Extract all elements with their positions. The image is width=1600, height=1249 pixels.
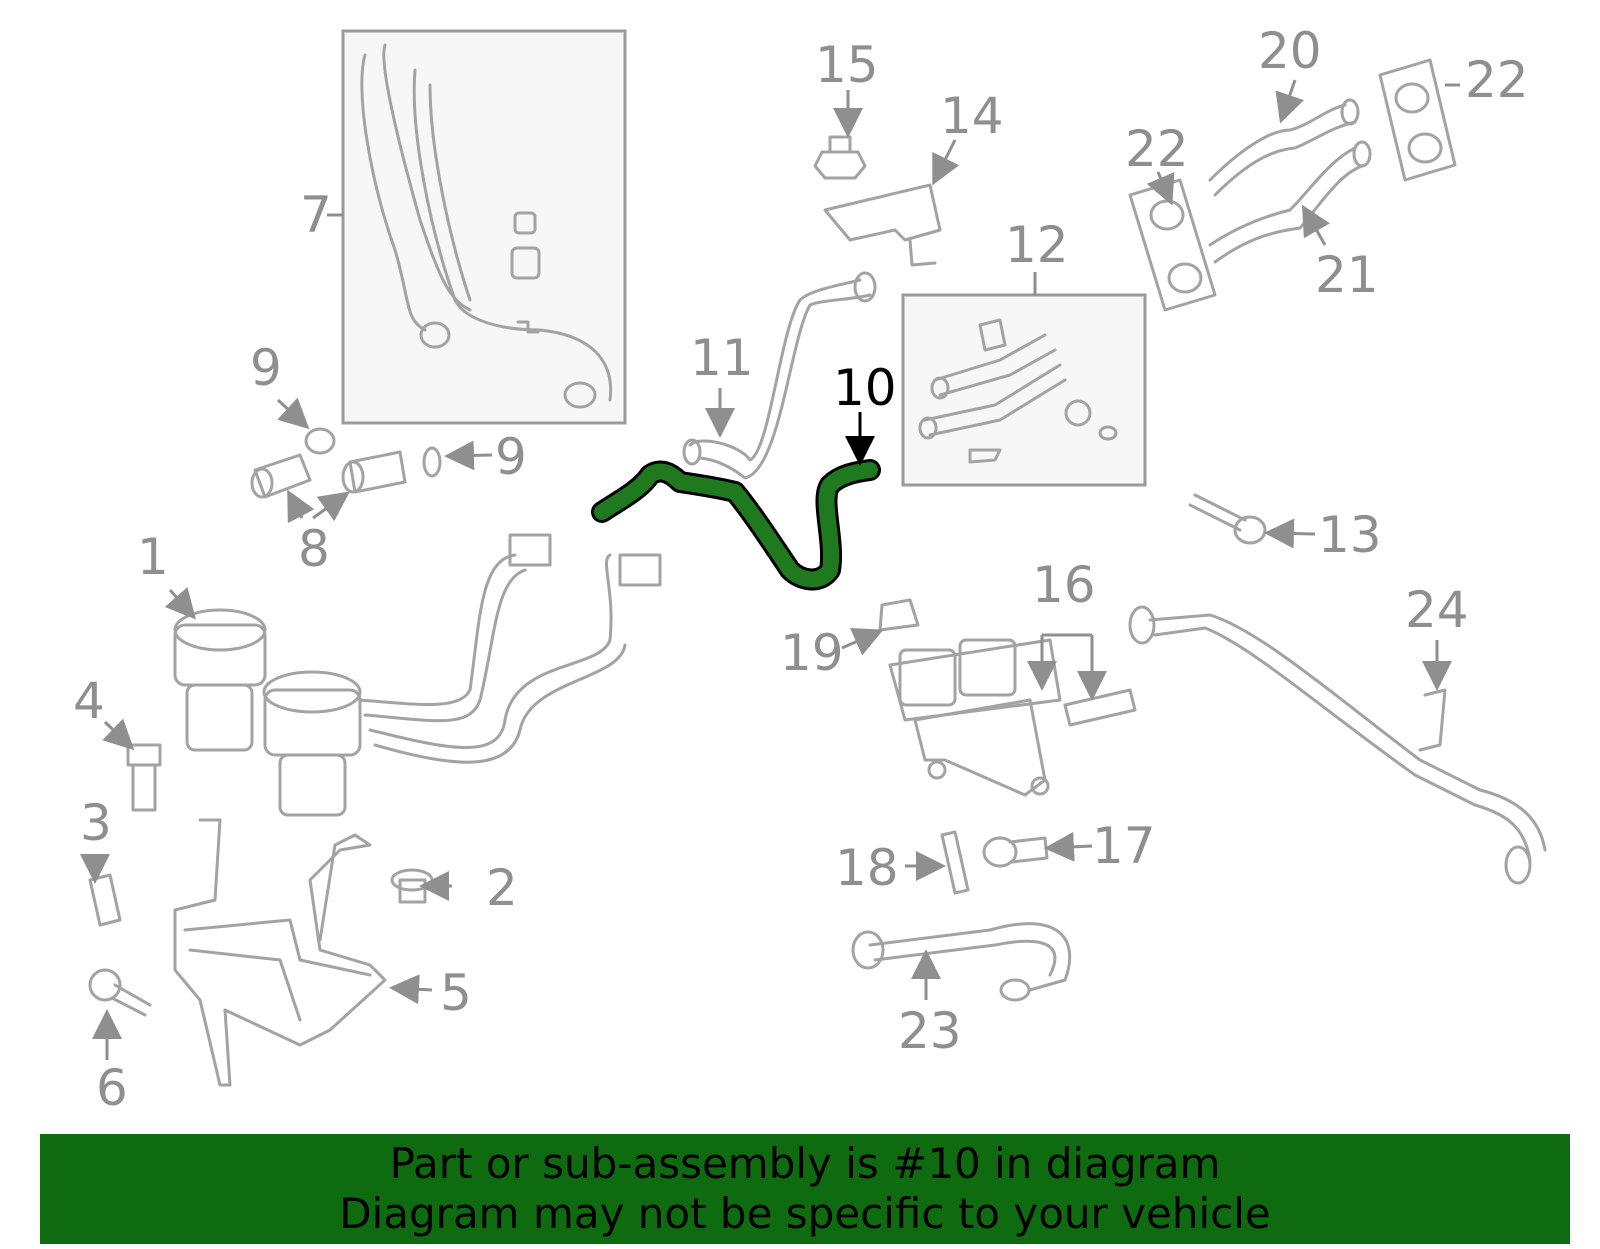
callout-2: 2 [486,859,518,917]
callout-6: 6 [96,1059,128,1117]
callout-10-highlighted: 10 [833,359,897,417]
part-3-clip [88,873,122,927]
callout-16: 16 [1032,556,1096,614]
callout-22a: 22 [1125,120,1189,178]
callout-19: 19 [780,624,844,682]
part-1-air-pumps [173,533,662,817]
callout-labels: 1 2 3 4 5 6 7 8 9 9 10 11 12 13 14 15 16… [73,22,1529,1117]
callout-9b: 9 [495,428,527,486]
callout-15: 15 [815,36,879,94]
part-18-stud [940,830,970,895]
part-10-highlighted-hose[interactable] [591,459,881,591]
part-6-bolt [88,968,152,1017]
part-12-inset [901,293,1147,487]
callout-22b: 22 [1465,51,1529,109]
banner-line-1: Part or sub-assembly is #10 in diagram [389,1139,1221,1188]
part-11-hose [682,271,877,480]
callout-12: 12 [1005,216,1069,274]
callout-24: 24 [1405,581,1469,639]
part-7-inset [341,29,627,425]
part-5-bracket [173,818,387,1087]
callout-1: 1 [137,528,169,586]
part-17-bolt [982,836,1049,868]
callout-11: 11 [690,329,754,387]
callout-3: 3 [80,794,112,852]
callout-7: 7 [300,186,332,244]
part-16-valve-assembly [888,638,1137,797]
part-14-bracket [823,183,942,267]
part-8-hoses [250,427,442,499]
part-19-cap [878,598,920,632]
callout-8: 8 [298,520,330,578]
part-20-21-hoses [1208,98,1372,264]
banner-line-2: Diagram may not be specific to your vehi… [339,1189,1271,1238]
leader-arrows [80,79,1460,1060]
notice-banner: Part or sub-assembly is #10 in diagram D… [40,1134,1570,1244]
callout-5: 5 [440,964,472,1022]
callout-21: 21 [1315,246,1379,304]
part-4-sensor [126,743,162,812]
part-23-pipe [851,922,1072,1002]
callout-13: 13 [1318,506,1382,564]
part-15-nut [813,135,867,180]
part-24-pipe [1128,605,1547,885]
callout-18: 18 [835,839,899,897]
callout-20: 20 [1258,22,1322,80]
callout-9a: 9 [250,339,282,397]
part-13-bolt [1188,493,1267,545]
part-22-clamps [1128,58,1457,312]
callout-23: 23 [898,1002,962,1060]
callout-14: 14 [940,87,1004,145]
callout-17: 17 [1092,817,1156,875]
callout-4: 4 [73,672,105,730]
